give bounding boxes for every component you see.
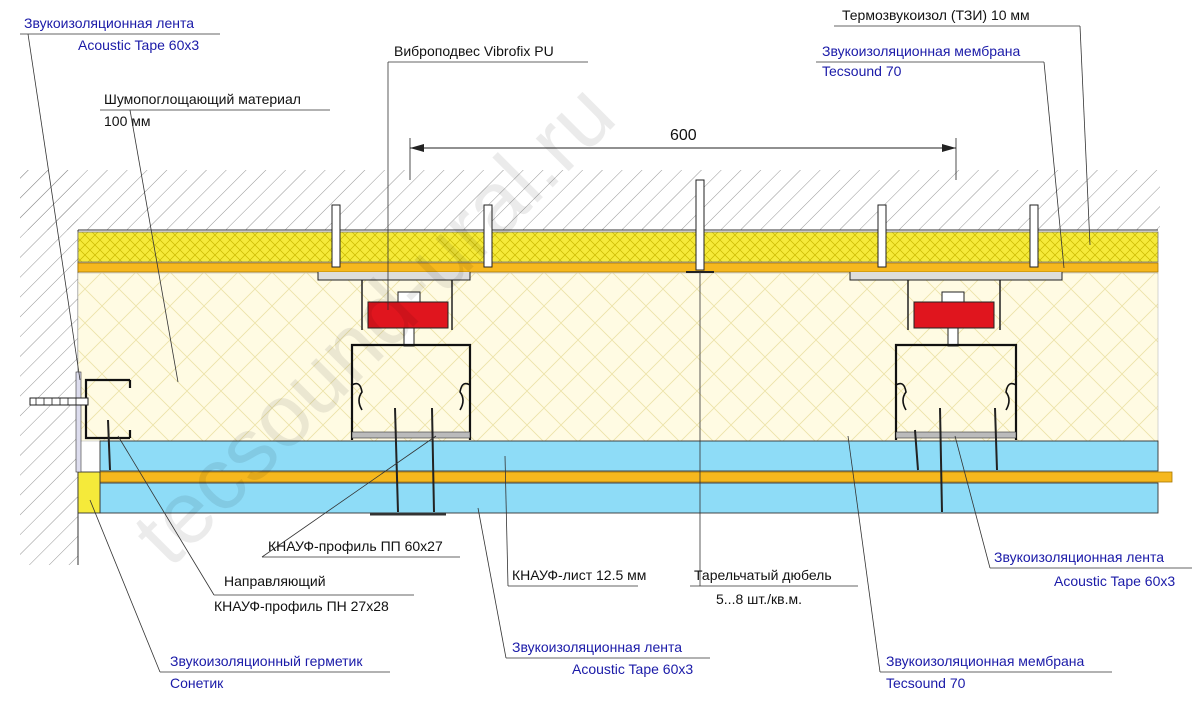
sealant-block — [77, 471, 101, 514]
label-tape-bottom-1: Звукоизоляционная лента — [512, 639, 682, 655]
label-sealant-1: Звукоизоляционный герметик — [170, 653, 363, 669]
screw-icon — [107, 407, 998, 516]
label-membrane-top-2: Tecsound 70 — [822, 63, 902, 79]
label-vibro: Виброподвес Vibrofix PU — [394, 43, 554, 59]
screw-icon — [29, 397, 89, 406]
pp-profile-right — [894, 343, 1018, 440]
label-tape-top-1: Звукоизоляционная лента — [24, 15, 194, 31]
label-sheet: КНАУФ-лист 12.5 мм — [512, 567, 646, 583]
vibromount-icon — [849, 272, 1063, 347]
label-guide-1: Направляющий — [224, 573, 326, 589]
label-tape-right-1: Звукоизоляционная лента — [994, 549, 1164, 565]
concrete-slab — [20, 170, 1160, 565]
absorbing-material — [77, 272, 1159, 442]
label-dowel-2: 5...8 шт./кв.м. — [716, 591, 802, 607]
label-dowel-1: Тарельчатый дюбель — [694, 567, 832, 583]
label-tape-right-2: Acoustic Tape 60x3 — [1054, 573, 1175, 589]
label-tape-top-2: Acoustic Tape 60x3 — [78, 37, 199, 53]
dimension-600: 600 — [409, 127, 957, 180]
label-membrane-bottom-1: Звукоизоляционная мембрана — [886, 653, 1085, 669]
dowel-icon — [331, 179, 1039, 273]
label-tape-bottom-2: Acoustic Tape 60x3 — [572, 661, 693, 677]
label-pp-profile: КНАУФ-профиль ПП 60x27 — [268, 538, 443, 554]
pp-profile-left — [350, 343, 472, 440]
label-guide-2: КНАУФ-профиль ПН 27x28 — [214, 598, 389, 614]
label-membrane-bottom-2: Tecsound 70 — [886, 675, 966, 691]
tzi-layer — [77, 231, 1159, 263]
label-sealant-2: Сонетик — [170, 675, 224, 691]
wall-tape — [75, 371, 82, 473]
vibromount-icon — [317, 272, 471, 347]
membrane-top-layer — [77, 262, 1159, 273]
leader-lines — [20, 25, 1192, 673]
dimension-label: 600 — [670, 127, 697, 144]
label-tzi: Термозвукоизол (ТЗИ) 10 мм — [842, 7, 1030, 23]
gypsum-boards — [99, 440, 1173, 514]
label-absorb-1: Шумопоглощающий материал — [104, 91, 301, 107]
label-absorb-2: 100 мм — [104, 113, 151, 129]
label-membrane-top-1: Звукоизоляционная мембрана — [822, 43, 1021, 59]
